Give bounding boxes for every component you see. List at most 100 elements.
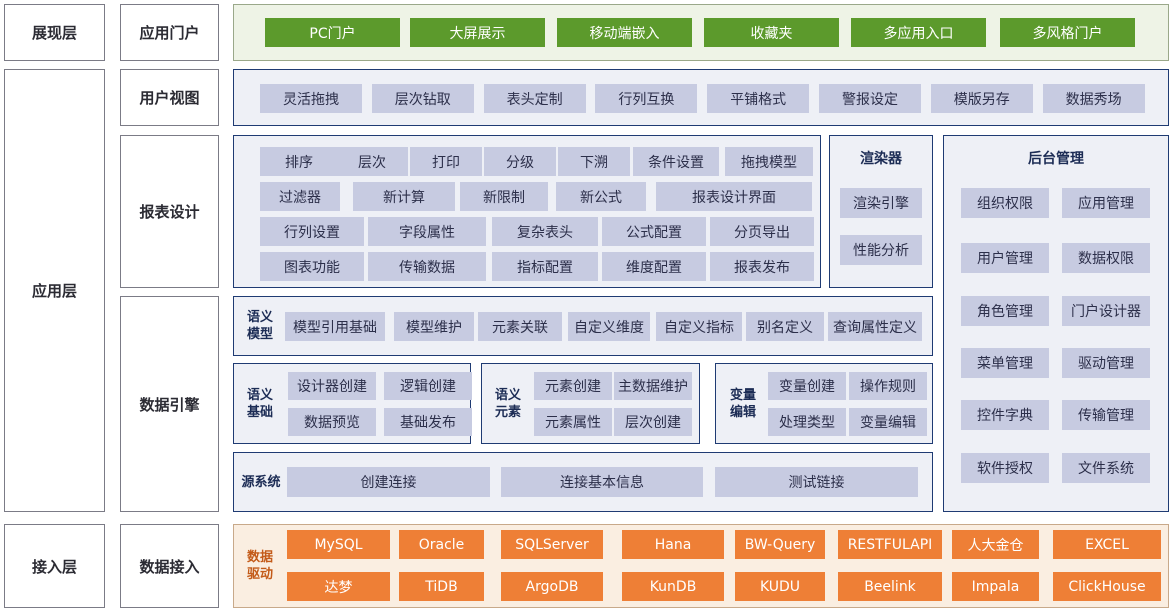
backend-item[interactable]: 组织权限 [961,188,1049,218]
driver-item[interactable]: Beelink [838,572,942,601]
renderer-title: 渲染器 [860,150,902,167]
backend-item[interactable]: 角色管理 [961,296,1049,326]
report-design-item[interactable]: 报表设计界面 [656,182,812,211]
report-design-item[interactable]: 下溯 [558,147,630,176]
variable-edit-item[interactable]: 处理类型 [768,408,846,436]
driver-item[interactable]: KUDU [735,572,825,601]
variable-edit-title: 变量编辑 [729,388,756,420]
driver-item[interactable]: Oracle [399,530,484,559]
report-design-item[interactable]: 拖拽模型 [725,147,813,176]
backend-item[interactable]: 控件字典 [961,400,1049,430]
source-system-item[interactable]: 测试链接 [715,467,918,497]
semantic-model-item[interactable]: 查询属性定义 [828,312,922,341]
report-design-item[interactable]: 指标配置 [492,252,598,281]
driver-item[interactable]: ArgoDB [501,572,603,601]
layer-label-presentation: 展现层 [4,4,105,61]
report-design-item[interactable]: 行列设置 [260,217,364,246]
portal-item[interactable]: 多应用入口 [851,18,986,47]
report-design-item[interactable]: 新限制 [460,182,548,211]
user-view-item[interactable]: 行列互换 [595,84,698,113]
report-design-item[interactable]: 分级 [484,147,556,176]
semantic-model-item[interactable]: 自定义维度 [568,312,650,341]
report-design-item[interactable]: 字段属性 [368,217,486,246]
backend-title: 后台管理 [1028,150,1084,167]
report-design-item[interactable]: 条件设置 [633,147,719,176]
backend-item[interactable]: 驱动管理 [1062,348,1150,378]
variable-edit-item[interactable]: 变量创建 [768,372,846,400]
report-design-item[interactable]: 排序 [260,147,338,176]
source-system-item[interactable]: 创建连接 [287,467,490,497]
backend-item[interactable]: 文件系统 [1062,453,1150,483]
report-design-item[interactable]: 图表功能 [260,252,364,281]
driver-item[interactable]: 人大金仓 [952,530,1039,559]
semantic-element-item[interactable]: 元素属性 [534,408,612,436]
report-design-item[interactable]: 过滤器 [260,182,340,211]
backend-item[interactable]: 软件授权 [961,453,1049,483]
backend-item[interactable]: 传输管理 [1062,400,1150,430]
user-view-item[interactable]: 层次钻取 [371,84,474,113]
semantic-base-title: 语义基础 [246,388,273,420]
backend-item[interactable]: 应用管理 [1062,188,1150,218]
section-label-data-access: 数据接入 [120,524,219,608]
renderer-item[interactable]: 渲染引擎 [840,188,922,218]
driver-item[interactable]: RESTFULAPI [838,530,942,559]
driver-item[interactable]: KunDB [622,572,724,601]
report-design-item[interactable]: 复杂表头 [492,217,598,246]
section-label-report-design: 报表设计 [120,135,219,288]
backend-item[interactable]: 门户设计器 [1062,296,1150,326]
semantic-element-title: 语义元素 [494,388,521,420]
report-design-item[interactable]: 公式配置 [602,217,706,246]
user-view-item[interactable]: 平铺格式 [707,84,810,113]
variable-edit-item[interactable]: 操作规则 [849,372,927,400]
semantic-model-item[interactable]: 模型引用基础 [285,312,385,341]
renderer-item[interactable]: 性能分析 [840,235,922,265]
semantic-base-item[interactable]: 逻辑创建 [384,372,472,400]
report-design-item[interactable]: 分页导出 [710,217,814,246]
semantic-element-item[interactable]: 元素创建 [534,372,612,400]
report-design-item[interactable]: 层次 [336,147,408,176]
user-view-item[interactable]: 表头定制 [483,84,586,113]
report-design-item[interactable]: 报表发布 [710,252,814,281]
semantic-model-item[interactable]: 别名定义 [746,312,824,341]
source-system-title: 源系统 [241,474,281,490]
portal-item[interactable]: 多风格门户 [1000,18,1135,47]
user-view-item[interactable]: 灵活拖拽 [260,84,362,113]
driver-item[interactable]: Hana [622,530,724,559]
report-design-item[interactable]: 新计算 [353,182,455,211]
driver-item[interactable]: ClickHouse [1053,572,1161,601]
report-design-item[interactable]: 传输数据 [368,252,486,281]
semantic-model-item[interactable]: 模型维护 [394,312,474,341]
portal-item[interactable]: 大屏展示 [410,18,545,47]
driver-item[interactable]: MySQL [287,530,390,559]
portal-item[interactable]: 移动端嵌入 [557,18,692,47]
layer-label-application: 应用层 [4,69,105,512]
section-label-user-view: 用户视图 [120,69,219,126]
semantic-model-item[interactable]: 自定义指标 [656,312,742,341]
driver-item[interactable]: TiDB [399,572,484,601]
portal-item[interactable]: PC门户 [265,18,400,47]
user-view-item[interactable]: 警报设定 [819,84,921,113]
driver-item[interactable]: EXCEL [1053,530,1161,559]
report-design-item[interactable]: 打印 [410,147,482,176]
source-system-item[interactable]: 连接基本信息 [501,467,703,497]
semantic-base-item[interactable]: 数据预览 [288,408,376,436]
variable-edit-item[interactable]: 变量编辑 [849,408,927,436]
driver-item[interactable]: Impala [952,572,1039,601]
report-design-item[interactable]: 维度配置 [602,252,706,281]
driver-item[interactable]: 达梦 [287,572,390,601]
user-view-item[interactable]: 数据秀场 [1042,84,1145,113]
semantic-element-item[interactable]: 层次创建 [614,408,692,436]
backend-item[interactable]: 数据权限 [1062,243,1150,273]
semantic-model-item[interactable]: 元素关联 [478,312,562,341]
portal-item[interactable]: 收藏夹 [704,18,839,47]
user-view-item[interactable]: 模版另存 [930,84,1033,113]
backend-item[interactable]: 菜单管理 [961,348,1049,378]
backend-item[interactable]: 用户管理 [961,243,1049,273]
driver-item[interactable]: BW-Query [735,530,825,559]
semantic-base-item[interactable]: 设计器创建 [288,372,376,400]
report-design-item[interactable]: 新公式 [556,182,646,211]
semantic-base-item[interactable]: 基础发布 [384,408,472,436]
driver-item[interactable]: SQLServer [501,530,603,559]
section-label-portal: 应用门户 [120,4,219,61]
semantic-element-item[interactable]: 主数据维护 [614,372,692,400]
